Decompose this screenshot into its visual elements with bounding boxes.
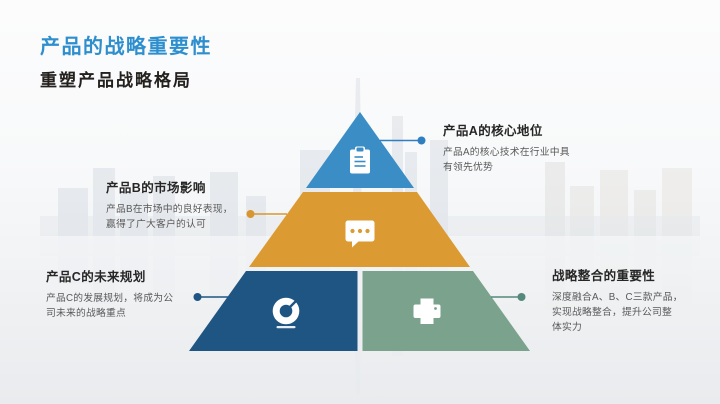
callout-product-a: 产品A的核心地位 产品A的核心技术在行业中具 有领先优势	[443, 120, 570, 175]
callout-product-b: 产品B的市场影响 产品B在市场中的良好表现， 赢得了广大客户的认可	[106, 177, 233, 232]
callout-product-b-heading: 产品B的市场影响	[106, 181, 206, 195]
connector-strategy	[491, 293, 526, 301]
callout-product-c: 产品C的未来规划 产品C的发展规划，将成为公 司未来的战略重点	[46, 266, 173, 321]
connector-dot	[417, 136, 426, 145]
callout-strategy-body-line: 实现战略整合，提升公司整	[552, 307, 672, 318]
callout-product-c-heading: 产品C的未来规划	[46, 270, 146, 284]
slide-subtitle: 重塑产品战略格局	[40, 71, 192, 90]
donut-chart-icon	[272, 297, 300, 329]
chat-bubble-icon	[345, 220, 375, 248]
clipboard-icon	[350, 146, 370, 174]
slide-title: 产品的战略重要性	[40, 36, 212, 58]
callout-product-a-body-line: 有领先优势	[443, 162, 493, 173]
connector-product-c	[193, 293, 228, 301]
callout-strategy-body-line: 深度融合A、B、C三款产品，	[552, 292, 683, 303]
callout-product-c-body-line: 产品C的发展规划，将成为公	[46, 293, 174, 304]
connector-dot	[517, 293, 526, 301]
printer-icon	[413, 298, 441, 324]
callout-strategy-body-line: 体实力	[552, 322, 582, 333]
connector-product-a	[380, 136, 426, 145]
callout-strategy-heading: 战略整合的重要性	[552, 269, 656, 283]
callout-product-a-heading: 产品A的核心地位	[443, 124, 543, 138]
connector-product-b	[246, 210, 287, 218]
callout-product-a-body-line: 产品A的核心技术在行业中具	[443, 147, 570, 158]
callout-product-b-body-line: 赢得了广大客户的认可	[106, 219, 206, 230]
connector-dot	[193, 293, 202, 301]
connector-dot	[246, 210, 255, 218]
pyramid-level-strategy	[362, 271, 530, 351]
callout-strategy: 战略整合的重要性 深度融合A、B、C三款产品， 实现战略整合，提升公司整 体实力	[552, 265, 683, 335]
callout-product-b-body-line: 产品B在市场中的良好表现，	[106, 204, 233, 215]
callout-product-c-body-line: 司未来的战略重点	[46, 308, 126, 319]
